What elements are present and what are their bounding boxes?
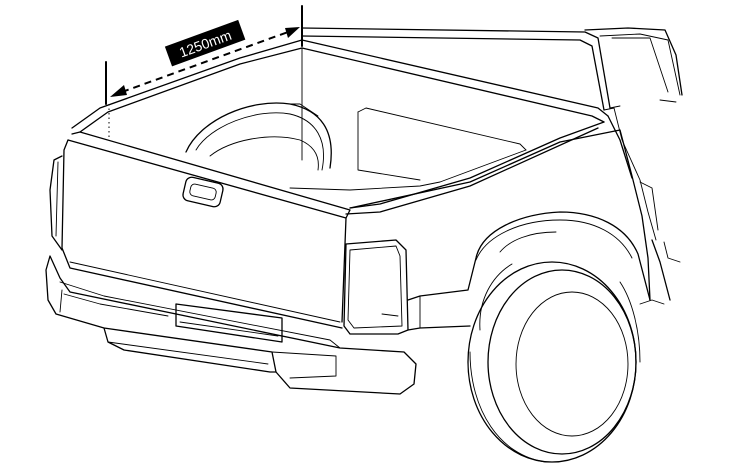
left-tail-light [50, 156, 62, 250]
dimension-label: 1250mm [164, 19, 246, 67]
rear-bumper [46, 256, 416, 394]
rear-wheel [468, 262, 640, 462]
tailgate [62, 132, 350, 328]
dimension-arrow-right [285, 27, 300, 38]
bed-interior [186, 103, 526, 190]
dimension-label-box [164, 19, 246, 67]
tailgate-handle [182, 176, 224, 208]
dimension-annotation: 1250mm [106, 6, 302, 140]
right-tail-light [344, 240, 408, 334]
cab-outline [302, 28, 682, 300]
bed-rails [72, 40, 632, 214]
dimension-arrow-left [110, 85, 127, 97]
rear-fender [350, 130, 664, 330]
dimension-line [122, 32, 288, 92]
